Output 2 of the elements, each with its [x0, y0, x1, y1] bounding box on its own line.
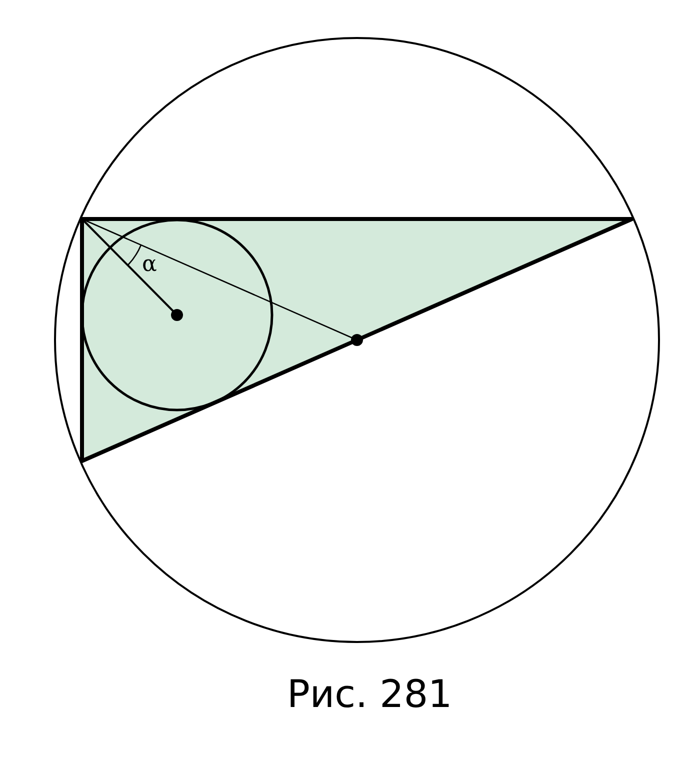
figure-caption: Рис. 281 [287, 672, 452, 716]
angle-label: α [142, 252, 157, 277]
